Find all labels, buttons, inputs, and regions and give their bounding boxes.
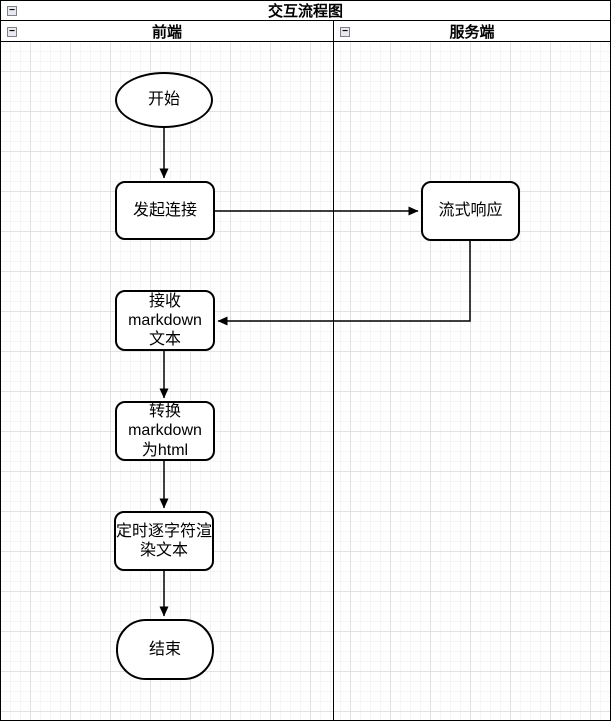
node-convert-markdown[interactable]: 转换 markdown 为html — [115, 401, 215, 461]
node-label: 流式响应 — [438, 202, 503, 220]
collapse-icon[interactable]: − — [7, 5, 17, 16]
node-end[interactable]: 结束 — [116, 619, 214, 680]
node-initiate-connection[interactable]: 发起连接 — [115, 181, 215, 240]
node-start[interactable]: 开始 — [115, 72, 213, 128]
lane-header-frontend[interactable]: − 前端 — [1, 22, 333, 41]
lane-label-backend: 服务端 — [449, 24, 495, 41]
lane-divider — [333, 21, 334, 720]
lane-header-backend[interactable]: − 服务端 — [334, 22, 610, 41]
node-label: 开始 — [147, 91, 180, 109]
lane-label-frontend: 前端 — [151, 24, 182, 41]
canvas-grid — [1, 42, 610, 720]
node-receive-markdown[interactable]: 接收 markdown 文本 — [115, 290, 215, 351]
lane-header-row: − 前端 − 服务端 — [1, 22, 610, 42]
node-label: 接收 markdown 文本 — [128, 292, 202, 349]
edge-stream-to-receive[interactable] — [217, 241, 471, 326]
node-label: 发起连接 — [132, 201, 197, 219]
node-timed-render[interactable]: 定时逐字符渲 染文本 — [114, 511, 214, 571]
node-label: 定时逐字符渲 染文本 — [116, 522, 213, 559]
diagram-title: 交互流程图 — [267, 3, 343, 20]
node-label: 结束 — [148, 640, 181, 658]
node-label: 转换 markdown 为html — [128, 403, 202, 459]
collapse-icon[interactable]: − — [340, 26, 350, 37]
node-streaming-response[interactable]: 流式响应 — [421, 181, 520, 241]
collapse-icon[interactable]: − — [7, 26, 17, 37]
pool-title-bar[interactable]: − 交互流程图 — [1, 1, 610, 21]
